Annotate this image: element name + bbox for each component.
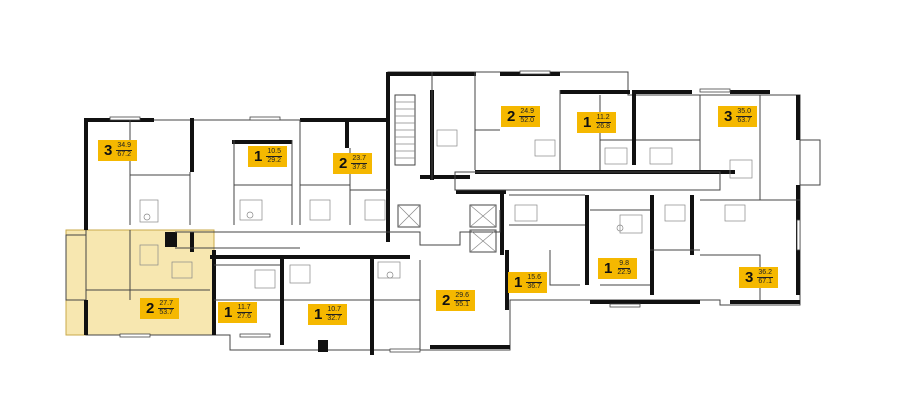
room-count: 3 — [745, 269, 754, 286]
bathroom-fixtures — [139, 129, 753, 289]
elevators — [397, 204, 497, 253]
room-count: 2 — [339, 155, 348, 172]
living-area: 10.5 — [266, 148, 282, 157]
total-area: 55.1 — [455, 301, 469, 308]
room-count: 1 — [604, 260, 613, 277]
room-count: 2 — [146, 300, 155, 317]
total-area: 37.8 — [352, 164, 366, 171]
total-area: 63.7 — [737, 117, 751, 124]
staircase — [394, 94, 416, 166]
living-area: 10.7 — [326, 306, 342, 315]
total-area: 36.7 — [527, 283, 541, 290]
living-area: 11.2 — [595, 114, 611, 123]
room-count: 1 — [314, 306, 323, 323]
total-area: 26.8 — [596, 123, 610, 130]
room-count: 2 — [507, 108, 516, 125]
total-area: 67.2 — [117, 151, 131, 158]
living-area: 24.9 — [519, 108, 535, 117]
room-count: 1 — [514, 274, 523, 291]
room-count: 3 — [724, 108, 733, 125]
living-area: 9.8 — [618, 260, 631, 269]
total-area: 53.7 — [159, 309, 173, 316]
living-area: 11.7 — [236, 304, 252, 313]
living-area: 27.7 — [158, 300, 174, 309]
room-count: 2 — [442, 292, 451, 309]
total-area: 32.7 — [327, 315, 341, 322]
room-count: 3 — [104, 142, 113, 159]
living-area: 23.7 — [351, 155, 367, 164]
room-count: 1 — [254, 148, 263, 165]
living-area: 34.9 — [116, 142, 132, 151]
total-area: 27.6 — [237, 313, 251, 320]
room-count: 1 — [224, 304, 233, 321]
living-area: 35.0 — [736, 108, 752, 117]
living-area: 36.2 — [757, 269, 773, 278]
room-partitions — [85, 72, 800, 350]
windows — [109, 70, 801, 353]
total-area: 67.1 — [758, 278, 772, 285]
room-count: 1 — [583, 114, 592, 131]
total-area: 22.9 — [617, 269, 631, 276]
total-area: 29.2 — [267, 157, 281, 164]
total-area: 52.0 — [520, 117, 534, 124]
living-area: 15.6 — [526, 274, 542, 283]
corridor — [175, 171, 721, 249]
living-area: 29.6 — [454, 292, 470, 301]
